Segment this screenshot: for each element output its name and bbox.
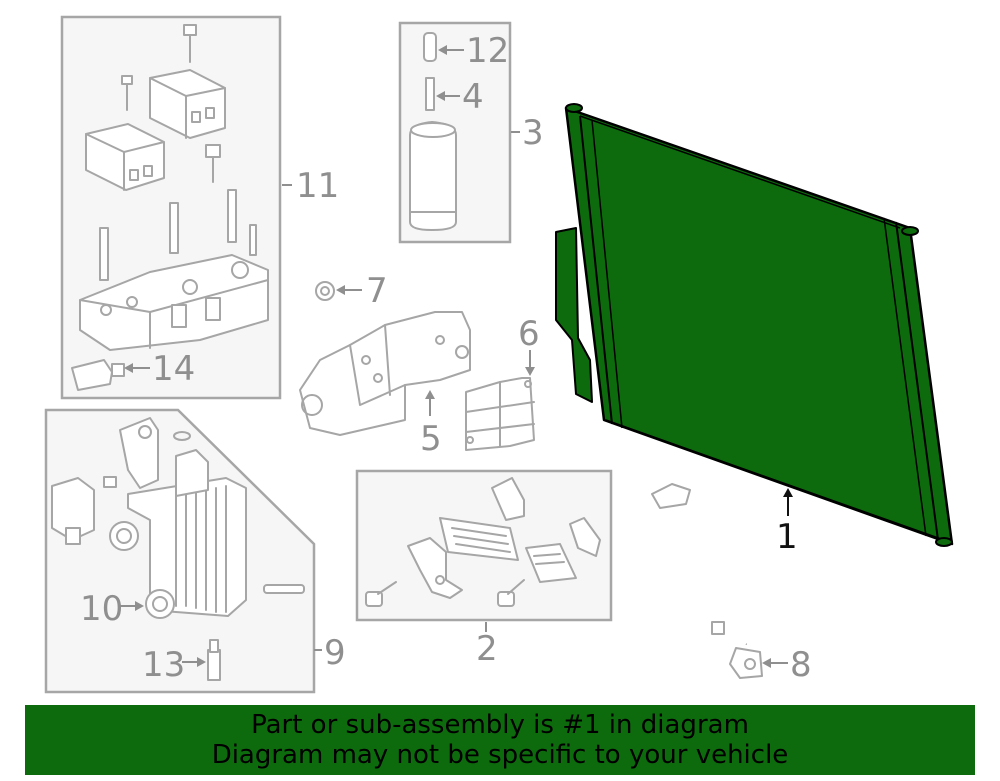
callout-12: 12: [466, 31, 509, 71]
part-7-group: 7: [315, 271, 388, 311]
nut-drawing: [315, 281, 335, 301]
valve-assembly-drawing: [71, 24, 269, 391]
callout-8: 8: [790, 645, 812, 685]
bracket-drawing: [299, 311, 471, 436]
cooler-module-drawing: [51, 417, 305, 681]
callout-13: 13: [142, 645, 185, 685]
hose-drawing: [651, 483, 763, 679]
notice-banner: Part or sub-assembly is #1 in diagram Di…: [25, 705, 975, 775]
mounting-hardware-drawing: [365, 477, 601, 607]
callout-1: 1: [776, 517, 798, 557]
callout-7: 7: [366, 271, 388, 311]
receiver-drier-drawing: [409, 32, 457, 231]
part-9-group: 10 13 9: [44, 408, 346, 694]
callout-14: 14: [152, 349, 195, 389]
callout-6: 6: [518, 314, 540, 354]
part-6-group: 6: [465, 314, 540, 451]
part-8-group: 8: [651, 483, 812, 685]
callout-10: 10: [80, 589, 123, 629]
callout-9: 9: [324, 633, 346, 673]
part-1-condenser: 1: [555, 103, 954, 557]
part-2-group: 2: [355, 469, 613, 669]
banner-line-1: Part or sub-assembly is #1 in diagram: [251, 710, 749, 740]
callout-5: 5: [420, 419, 442, 459]
callout-2: 2: [476, 629, 498, 669]
part-3-group: 12 4 3: [398, 21, 544, 244]
part-11-group: 11 14: [60, 15, 339, 400]
callout-11: 11: [296, 166, 339, 206]
callout-3: 3: [522, 113, 544, 153]
banner-line-2: Diagram may not be specific to your vehi…: [211, 740, 789, 770]
part-5-group: 5: [299, 311, 471, 459]
callout-4: 4: [462, 77, 484, 117]
